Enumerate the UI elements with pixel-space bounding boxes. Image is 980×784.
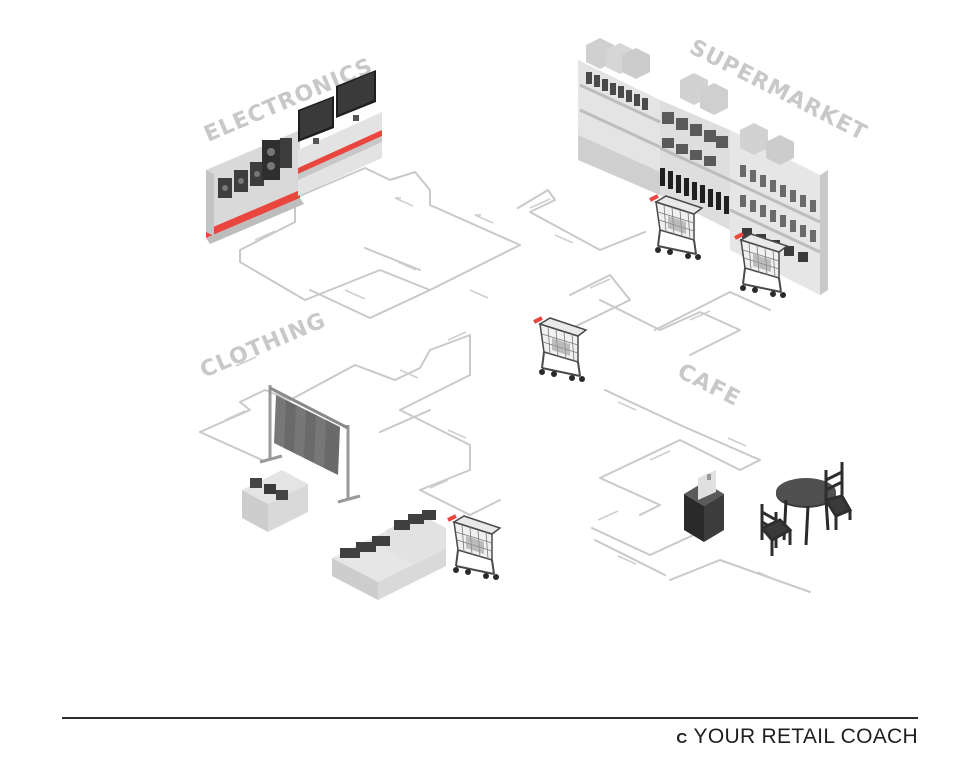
- flow-path: [364, 247, 421, 271]
- flow-path: [591, 527, 701, 556]
- folded-clothes-table: [332, 510, 446, 600]
- arrow-icon: [474, 214, 494, 224]
- zone-label-cafe: CAFE: [673, 359, 744, 412]
- brand-logo-mark: C: [676, 730, 688, 747]
- flow-path: [379, 409, 431, 433]
- arrow-icon: [224, 410, 246, 421]
- arrow-icon: [397, 261, 417, 271]
- flow-path: [239, 167, 521, 301]
- footer-brand: C YOUR RETAIL COACH: [676, 725, 918, 749]
- arrow-icon: [447, 429, 467, 439]
- footer-divider: [62, 717, 918, 719]
- flow-path: [567, 274, 631, 331]
- arrow-icon: [235, 356, 257, 367]
- cafe-chair: [760, 504, 793, 556]
- arrow-icon: [689, 310, 711, 321]
- shopping-cart-icon: [648, 194, 704, 262]
- arrow-icon: [529, 198, 551, 209]
- tv-display: [298, 70, 376, 144]
- arrow-icon: [649, 450, 671, 461]
- flow-path: [199, 431, 263, 461]
- flow-path: [599, 389, 761, 516]
- arrow-icon: [344, 289, 366, 300]
- flow-path: [599, 299, 741, 356]
- arrow-icon: [394, 197, 414, 207]
- arrow-icon: [254, 230, 276, 241]
- cafe-chair: [824, 462, 853, 530]
- cafe-counter: [684, 470, 724, 542]
- flow-path: [419, 489, 501, 516]
- shopping-cart-icon: [446, 514, 502, 582]
- arrow-icon: [617, 555, 637, 565]
- arrow-icon: [429, 479, 449, 489]
- shopping-cart-icon: [532, 316, 588, 384]
- brand-name: YOUR RETAIL COACH: [693, 725, 918, 748]
- arrow-icon: [757, 571, 777, 581]
- cafe-table: [776, 478, 836, 546]
- flow-path: [669, 559, 811, 593]
- arrow-icon: [554, 234, 574, 244]
- flow-path: [309, 289, 431, 319]
- arrow-icon: [399, 369, 419, 379]
- direction-arrows: [224, 197, 777, 581]
- folded-clothes-table: [242, 470, 308, 532]
- zone-label-clothing: CLOTHING: [197, 308, 330, 383]
- shopping-cart-icon: [733, 232, 789, 300]
- clothing-rack: [259, 385, 361, 504]
- arrow-icon: [727, 437, 747, 447]
- arrow-icon: [469, 289, 489, 299]
- flow-path: [654, 291, 771, 331]
- arrow-icon: [597, 510, 619, 521]
- arrow-icon: [447, 331, 467, 341]
- customer-flow-paths: [199, 167, 811, 593]
- flow-path: [517, 189, 646, 251]
- arrow-icon: [589, 278, 611, 289]
- flow-path: [199, 334, 471, 491]
- arrow-icon: [617, 401, 637, 411]
- flow-path: [594, 539, 666, 576]
- speaker-stack: [218, 138, 292, 198]
- supermarket-shelving: [578, 38, 828, 295]
